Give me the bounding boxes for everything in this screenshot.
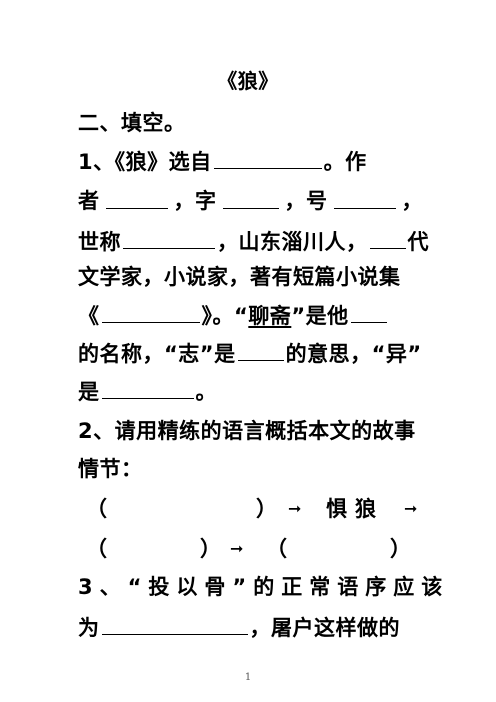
q1-text: ，字: [173, 189, 217, 213]
q1-text: 者: [78, 189, 100, 213]
fill-blank: [123, 226, 215, 249]
close-paren: ）: [256, 497, 278, 521]
arrow-right-icon: ➞: [404, 499, 418, 518]
fill-blank: [101, 376, 194, 399]
q3-text: 为: [78, 616, 100, 640]
q1-text: ”是他: [291, 304, 349, 328]
q1-text: 。作: [323, 150, 367, 174]
q1-text: 》。“: [201, 304, 249, 328]
q1-line-1: 1、《狼》选自 。作: [78, 146, 423, 177]
fill-blank: [350, 300, 387, 323]
q1-line-6: 的名称，“志”是 的意思，“异”: [78, 338, 423, 369]
fill-blank: [105, 186, 168, 209]
q1-line-3: 世称 ，山东淄川人， 代: [78, 226, 429, 257]
q1-text: ，: [401, 189, 423, 213]
open-paren: （: [266, 537, 288, 561]
q3-text: ，屠户这样做的: [249, 616, 400, 640]
q1-text: 代: [407, 230, 429, 254]
fill-blank: [101, 612, 248, 635]
section-heading: 二、填空。: [78, 111, 186, 135]
q1-underlined-text: 聊斋: [248, 304, 292, 328]
q1-text: 。: [195, 380, 217, 404]
close-paren: ）: [200, 537, 222, 561]
q2-line-2: 情节：: [78, 457, 143, 481]
fill-blank: [101, 300, 200, 323]
page-number: 1: [244, 672, 252, 683]
q1-text: 1、《狼》选自: [78, 150, 212, 174]
q1-line-2: 者 ，字 ，号 ，: [78, 186, 423, 216]
open-paren: （: [86, 497, 108, 521]
document-title: 《狼》: [217, 69, 279, 93]
fill-blank: [333, 186, 396, 209]
flow-step-text: 惧狼: [326, 497, 384, 521]
close-paren: ）: [390, 537, 412, 561]
q3-line-1: 3、“投以骨”的正常语序应该: [78, 575, 450, 599]
fill-blank: [222, 186, 279, 209]
q2-line-1: 2、请用精练的语言概括本文的故事: [78, 419, 416, 443]
fill-blank: [369, 226, 406, 249]
q1-line-5: 《 》。“聊斋”是他: [78, 300, 423, 331]
q1-text: 的意思，“异”: [285, 342, 422, 366]
q1-line-7: 是。: [78, 376, 423, 407]
fill-blank: [237, 338, 284, 361]
q1-text: 是: [78, 380, 100, 404]
q1-line-4: 文学家，小说家，著有短篇小说集: [78, 265, 401, 289]
arrow-right-icon: ➞: [288, 499, 302, 518]
arrow-right-icon: ➞: [230, 539, 244, 558]
q1-text: 的名称，“志”是: [78, 342, 236, 366]
open-paren: （: [86, 537, 108, 561]
q1-text: 世称: [78, 230, 121, 254]
q3-line-2: 为 ，屠户这样做的: [78, 612, 423, 643]
q1-text: ，山东淄川人，: [217, 230, 368, 254]
q1-text: ，号: [284, 189, 328, 213]
fill-blank: [213, 146, 322, 169]
q1-text: 《: [78, 304, 100, 328]
